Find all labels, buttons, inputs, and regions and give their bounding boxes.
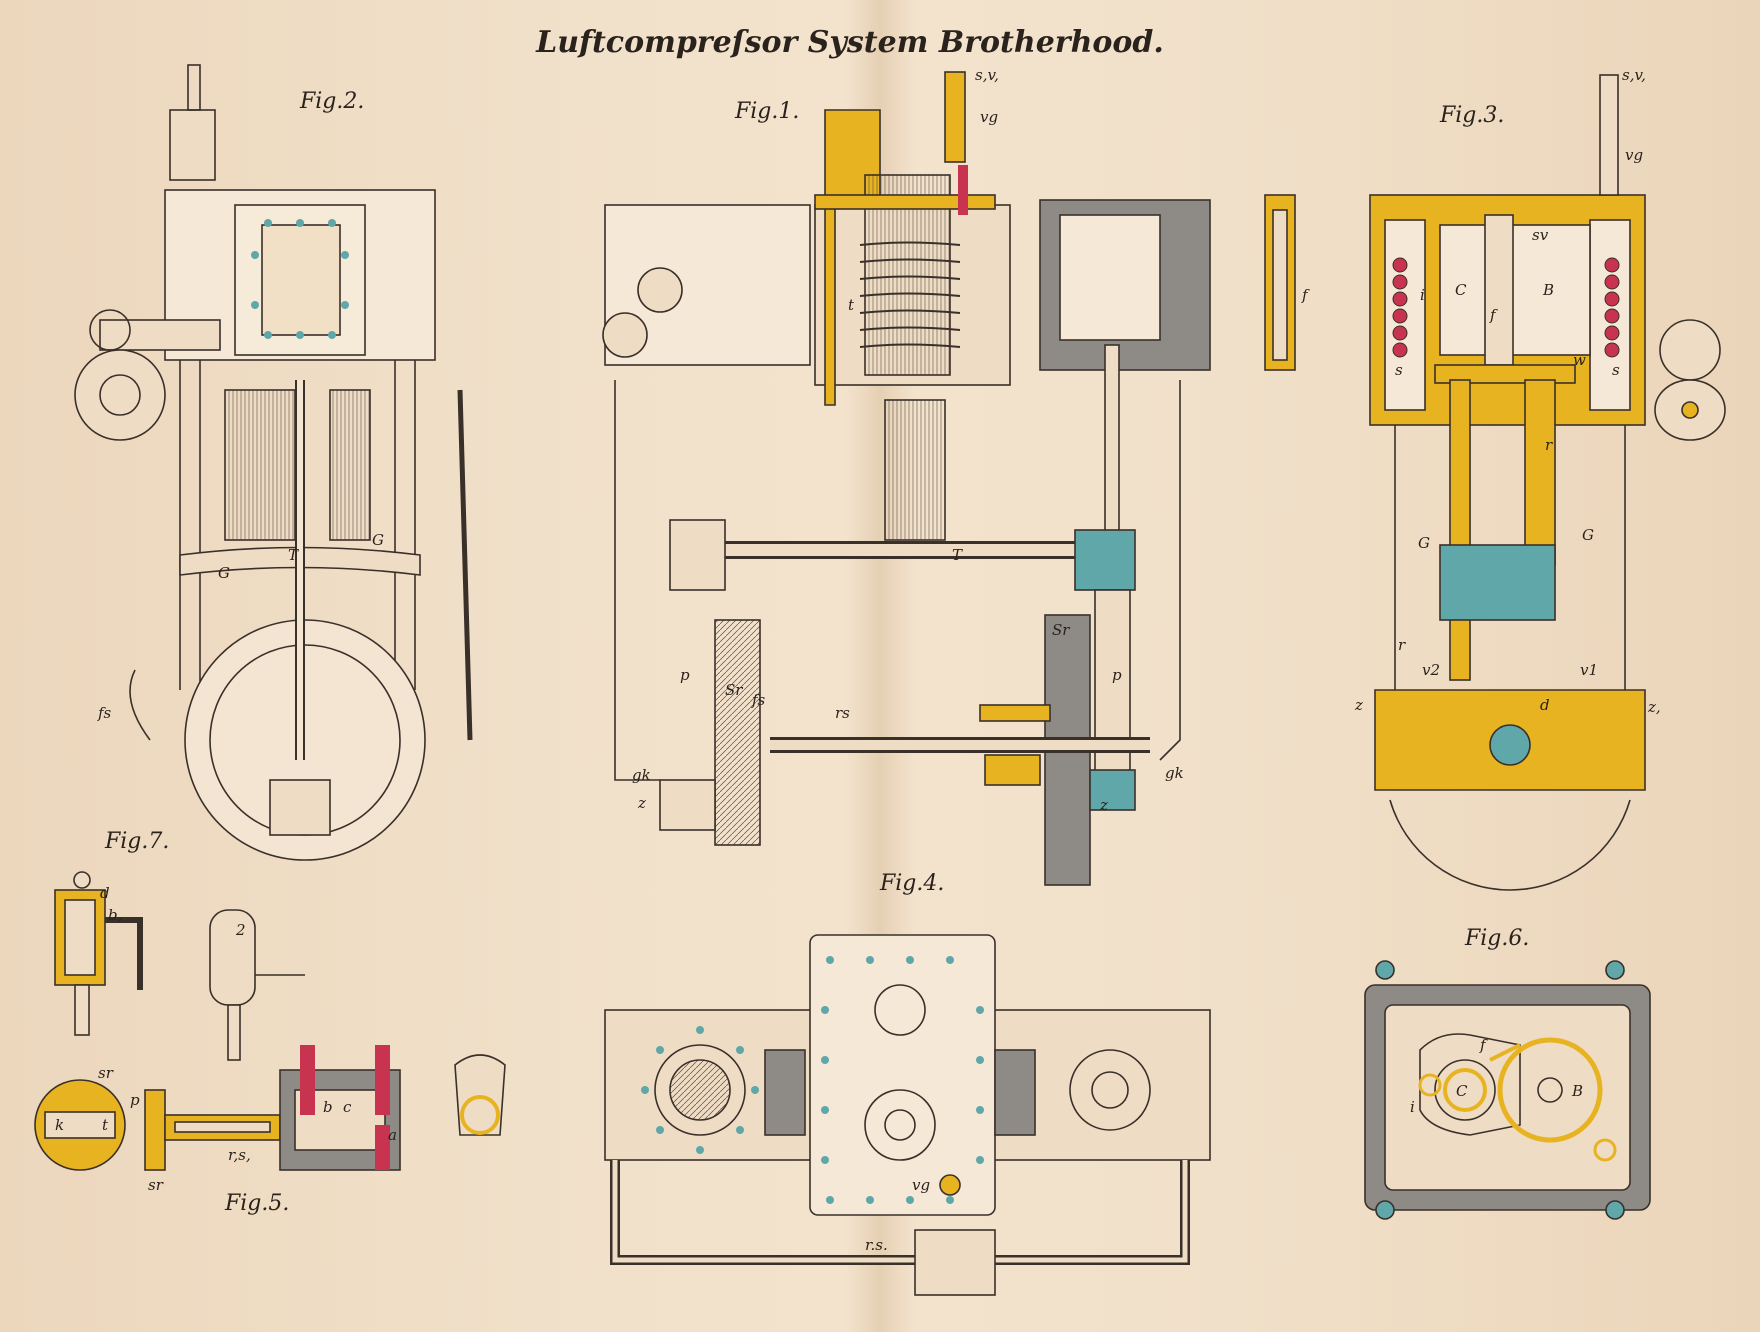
fig7-drawing <box>54 871 305 1061</box>
fig1-label-gk-left: gk <box>632 766 651 784</box>
fig7-caption: Fig.7. <box>104 829 169 854</box>
fig3-label-s-left: s <box>1395 361 1403 379</box>
fig2-drawing <box>74 64 473 861</box>
fig5-label-p: p <box>130 1091 140 1109</box>
fig5-label-k: k <box>55 1116 64 1134</box>
fig1-label-vg: vg <box>980 108 998 126</box>
fig1-label-z-right: z <box>1099 796 1108 814</box>
fig3-drawing <box>1369 74 1726 891</box>
fig2-label-T: T <box>288 546 299 564</box>
fig4-label-vg: vg <box>912 1176 930 1194</box>
fig2-label-G-right: G <box>372 531 384 549</box>
fig1-label-Sr-right: Sr <box>1052 621 1070 639</box>
fig1-label-Sr-left: Sr <box>725 681 743 699</box>
fig1-label-p-left: p <box>680 666 690 684</box>
fig3-caption: Fig.3. <box>1439 103 1504 128</box>
fig3-label-sv: s,v, <box>1622 66 1646 84</box>
fig3-label-G-left: G <box>1418 534 1430 552</box>
fig6-label-i: i <box>1410 1098 1415 1116</box>
fig3-label-G-right: G <box>1582 526 1594 544</box>
fig6-label-C: C <box>1456 1082 1468 1100</box>
fig3-label-r-lower: r <box>1398 636 1406 654</box>
fig2-label-fs: fs <box>97 704 112 722</box>
fig6-label-B: B <box>1571 1082 1583 1100</box>
fig3-label-z: z <box>1354 696 1363 714</box>
fig1-label-gk-right: gk <box>1165 764 1184 782</box>
fig6-drawing <box>1364 960 1651 1220</box>
fig1-label-f: f <box>1301 286 1310 304</box>
fig3-label-d: d <box>1540 696 1550 714</box>
fig1-aux-valve-f <box>1264 194 1296 371</box>
fig3-label-z-comma: z, <box>1647 698 1661 716</box>
fig1-label-T: T <box>952 546 963 564</box>
fig7-label-d: d <box>100 884 110 902</box>
fig3-label-v2: v2 <box>1422 661 1440 679</box>
fig4-drawing <box>604 934 1211 1296</box>
fig5-label-t: t <box>102 1116 109 1134</box>
fig3-label-C: C <box>1455 281 1467 299</box>
fig3-label-s-right: s <box>1612 361 1620 379</box>
fig5-label-a: a <box>388 1126 397 1144</box>
fig5-drawing <box>34 1045 506 1171</box>
fig1-caption: Fig.1. <box>734 99 799 124</box>
fig3-label-v1: v1 <box>1580 661 1598 679</box>
fig5-label-sr-top: sr <box>98 1064 114 1082</box>
fig5-label-c: c <box>343 1098 352 1116</box>
fig6-caption: Fig.6. <box>1464 926 1529 951</box>
fig1-label-fs: fs <box>751 691 766 709</box>
fig2-caption: Fig.2. <box>299 89 364 114</box>
fig1-label-p-right: p <box>1112 666 1122 684</box>
fig1-label-sv: s,v, <box>975 66 999 84</box>
fig1-label-z-left: z <box>637 794 646 812</box>
fig3-label-B: B <box>1542 281 1554 299</box>
plate-title: Luftcompreſsor System Brotherhood. <box>535 25 1164 60</box>
fig3-label-i: i <box>1420 286 1425 304</box>
fig5-label-sr-bottom: sr <box>148 1176 164 1194</box>
fig3-label-r-upper: r <box>1545 436 1553 454</box>
fig4-label-rs: r.s. <box>865 1236 888 1254</box>
fig5-caption: Fig.5. <box>224 1191 289 1216</box>
fig1-label-rs: rs <box>835 704 850 722</box>
fig5-label-b: b <box>323 1098 333 1116</box>
fig7-label-2: 2 <box>235 921 246 939</box>
fig1-label-t: t <box>848 296 855 314</box>
fig3-label-w: w <box>1573 351 1586 369</box>
fig3-label-sv-inner: sv <box>1532 226 1549 244</box>
fig4-caption: Fig.4. <box>879 871 944 896</box>
fig3-label-f: f <box>1489 306 1498 324</box>
fig1-drawing <box>602 71 1211 886</box>
fig6-label-f: f <box>1479 1036 1488 1054</box>
fig5-label-rs: r,s, <box>228 1146 251 1164</box>
fig7-label-b: b, <box>108 906 122 924</box>
fig3-label-vg: vg <box>1625 146 1643 164</box>
fig2-label-G-left: G <box>218 564 230 582</box>
